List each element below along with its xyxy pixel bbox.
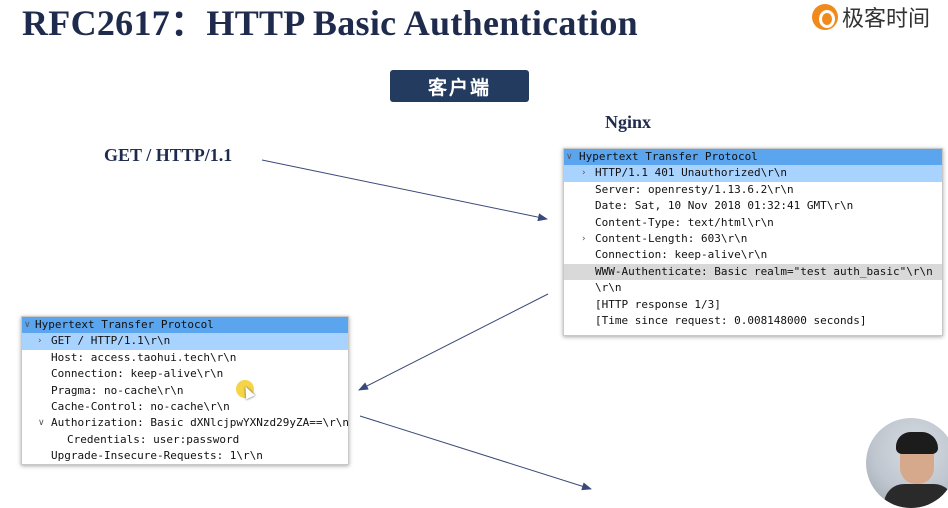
tree-row-label: Cache-Control: no-cache\r\n (51, 399, 230, 413)
tree-row-label: Hypertext Transfer Protocol (35, 318, 214, 331)
tree-row-label: [Time since request: 0.008148000 seconds… (595, 313, 867, 327)
chevron-right-icon[interactable]: › (38, 336, 42, 347)
tree-row-label: [HTTP response 1/3] (595, 297, 721, 311)
tree-row-time-since-request[interactable]: [Time since request: 0.008148000 seconds… (564, 313, 942, 329)
tree-row-label: Authorization: Basic dXNlcjpwYXNzd29yZA=… (51, 416, 350, 430)
tree-row-label: WWW-Authenticate: Basic realm="test auth… (595, 264, 933, 278)
response-packet-panel: ∨ Hypertext Transfer Protocol › HTTP/1.1… (563, 148, 943, 336)
geektime-logo-icon (812, 4, 838, 30)
tree-row-host[interactable]: Host: access.taohui.tech\r\n (22, 350, 348, 366)
tree-row-server[interactable]: Server: openresty/1.13.6.2\r\n (564, 182, 942, 198)
request-packet-panel: ∨ Hypertext Transfer Protocol › GET / HT… (21, 316, 349, 465)
arrow-auth-request-to-nginx (359, 415, 592, 491)
arrow-401-to-client (358, 293, 549, 391)
tree-row-label: Host: access.taohui.tech\r\n (51, 350, 237, 364)
tree-row-http-protocol[interactable]: ∨ Hypertext Transfer Protocol (22, 317, 348, 334)
tree-row-label: Pragma: no-cache\r\n (51, 383, 184, 397)
tree-row-pragma[interactable]: Pragma: no-cache\r\n (22, 383, 348, 399)
tree-row-label: Credentials: user:password (67, 432, 240, 446)
tree-row-label: Connection: keep-alive\r\n (51, 367, 224, 381)
chevron-right-icon[interactable]: › (582, 168, 586, 179)
tree-row-label: Hypertext Transfer Protocol (579, 150, 758, 163)
tree-row-status-line[interactable]: › HTTP/1.1 401 Unauthorized\r\n (564, 165, 942, 182)
tree-row-http-protocol[interactable]: ∨ Hypertext Transfer Protocol (564, 149, 942, 166)
tree-row-authorization[interactable]: ∨ Authorization: Basic dXNlcjpwYXNzd29yZ… (22, 415, 350, 431)
tree-row-label: Content-Type: text/html\r\n (595, 215, 774, 229)
tree-row-label: Date: Sat, 10 Nov 2018 01:32:41 GMT\r\n (595, 199, 854, 213)
cursor-highlight-icon (236, 380, 254, 398)
logo-text: 极客时间 (842, 7, 931, 32)
expand-icon[interactable]: ∨ (566, 152, 573, 162)
tree-row-cache-control[interactable]: Cache-Control: no-cache\r\n (22, 399, 348, 415)
tree-row-content-length[interactable]: › Content-Length: 603\r\n (564, 231, 942, 247)
expand-icon[interactable]: ∨ (38, 418, 45, 429)
tree-row-connection[interactable]: Connection: keep-alive\r\n (564, 247, 942, 263)
tree-row-label: HTTP/1.1 401 Unauthorized\r\n (595, 166, 788, 180)
chevron-right-icon[interactable]: › (582, 233, 586, 244)
request-line-label: GET / HTTP/1.1 (104, 145, 233, 165)
client-badge: 客户端 (390, 70, 529, 102)
tree-row-label: Content-Length: 603\r\n (595, 231, 748, 245)
tree-row-label: Connection: keep-alive\r\n (595, 248, 768, 262)
tree-row-connection[interactable]: Connection: keep-alive\r\n (22, 366, 348, 382)
tree-row-date[interactable]: Date: Sat, 10 Nov 2018 01:32:41 GMT\r\n (564, 198, 942, 214)
presenter-webcam (866, 418, 948, 508)
tree-row-upgrade-insecure-requests[interactable]: Upgrade-Insecure-Requests: 1\r\n (22, 448, 348, 464)
tree-row-credentials[interactable]: Credentials: user:password (22, 432, 348, 448)
presenter-hair (896, 432, 938, 454)
tree-row-www-authenticate[interactable]: WWW-Authenticate: Basic realm="test auth… (564, 263, 942, 281)
tree-row-label: \r\n (595, 281, 622, 295)
tree-row-label: GET / HTTP/1.1\r\n (51, 334, 171, 348)
geektime-logo: 极客时间 (812, 0, 930, 34)
tree-row-label: Server: openresty/1.13.6.2\r\n (595, 182, 794, 196)
presenter-shirt (884, 484, 948, 508)
tree-row-label: Upgrade-Insecure-Requests: 1\r\n (51, 449, 263, 463)
expand-icon[interactable]: ∨ (24, 320, 31, 330)
arrow-request-to-nginx (261, 159, 548, 222)
tree-row-http-response-index[interactable]: [HTTP response 1/3] (564, 297, 942, 313)
tree-row-content-type[interactable]: Content-Type: text/html\r\n (564, 215, 942, 231)
nginx-label: Nginx (605, 112, 652, 132)
tree-row-crlf[interactable]: \r\n (564, 280, 942, 296)
tree-row-request-line[interactable]: › GET / HTTP/1.1\r\n (22, 333, 348, 350)
slide-title: RFC2617：HTTP Basic Authentication (22, 3, 638, 43)
